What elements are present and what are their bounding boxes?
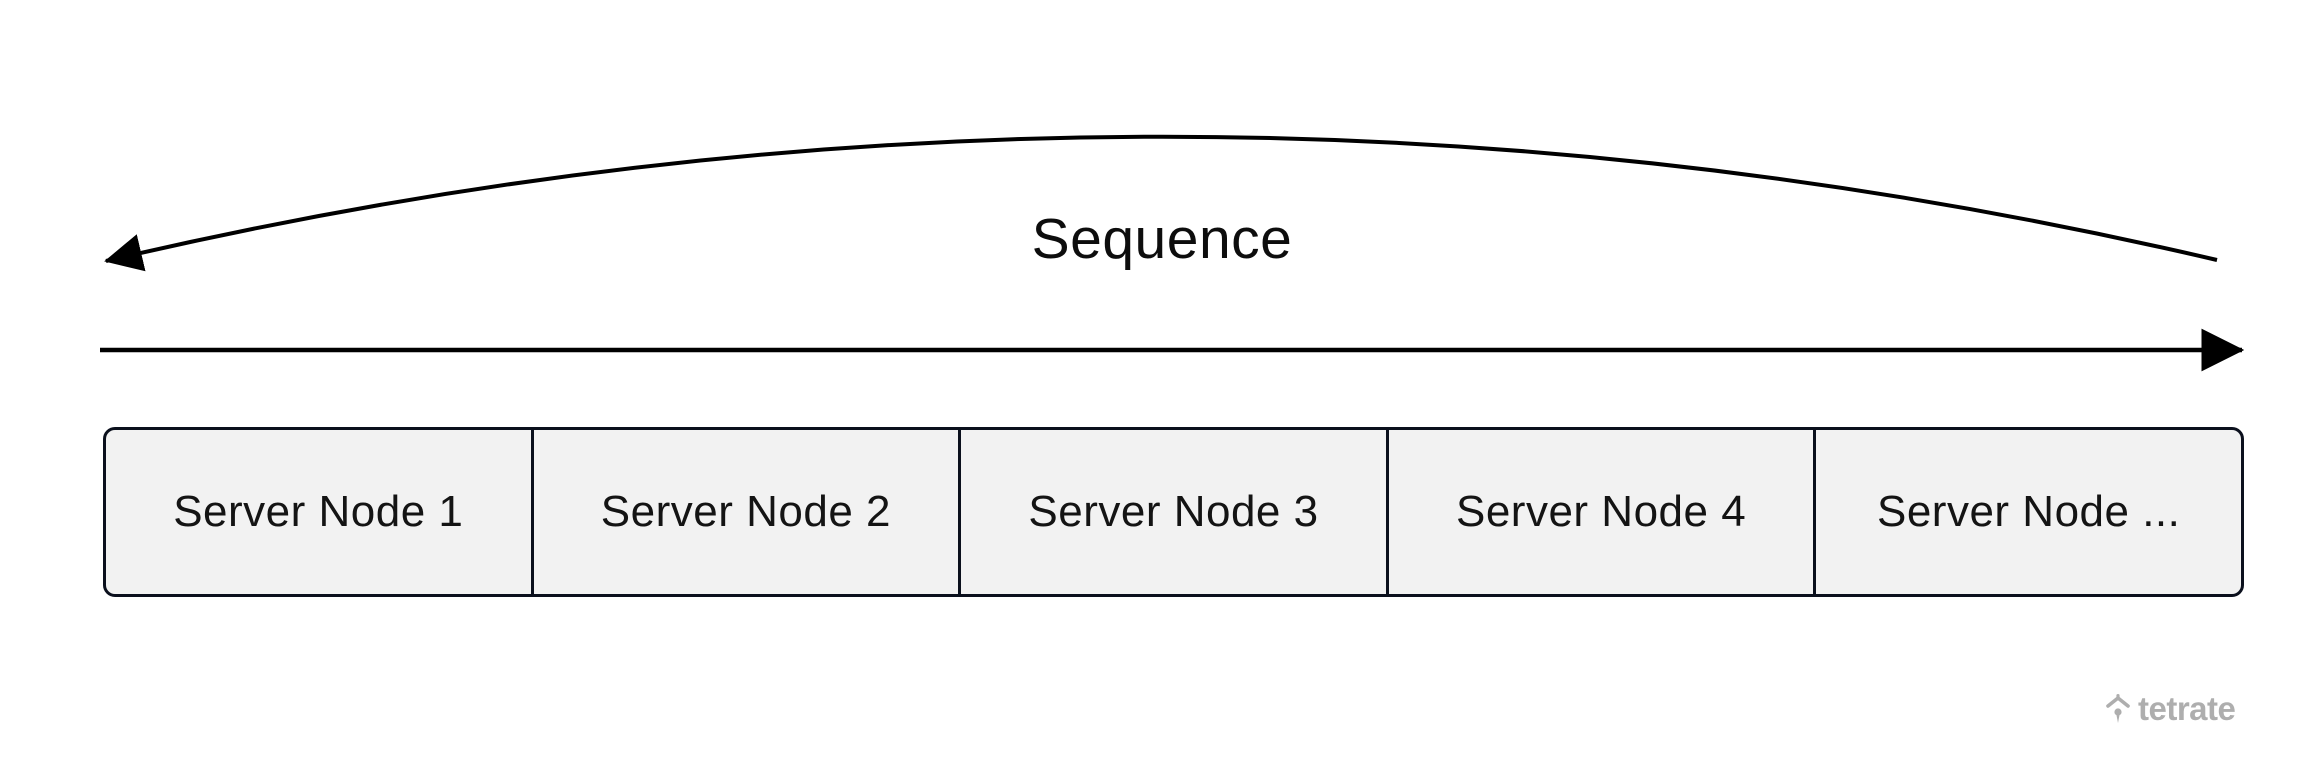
- server-node-cell-more: Server Node ...: [1816, 430, 2241, 594]
- sequence-arc-arrow: [104, 134, 2218, 272]
- tetrate-logo-icon: [2106, 693, 2130, 723]
- server-node-label-3: Server Node 3: [1028, 487, 1319, 536]
- sequence-label: Sequence: [1031, 207, 1293, 271]
- server-node-label-1: Server Node 1: [173, 487, 464, 536]
- server-node-cell-2: Server Node 2: [534, 430, 962, 594]
- tetrate-watermark: tetrate: [2106, 690, 2236, 727]
- server-node-cell-1: Server Node 1: [106, 430, 534, 594]
- server-node-label-4: Server Node 4: [1455, 487, 1747, 536]
- server-node-cell-3: Server Node 3: [961, 430, 1389, 594]
- tetrate-brand-text: tetrate: [2138, 690, 2236, 727]
- server-node-cell-4: Server Node 4: [1389, 430, 1817, 594]
- server-node-label-2: Server Node 2: [600, 487, 891, 536]
- server-node-label-more: Server Node ...: [1876, 487, 2181, 536]
- server-node-row: Server Node 1 Server Node 2 Server Node …: [103, 427, 2244, 597]
